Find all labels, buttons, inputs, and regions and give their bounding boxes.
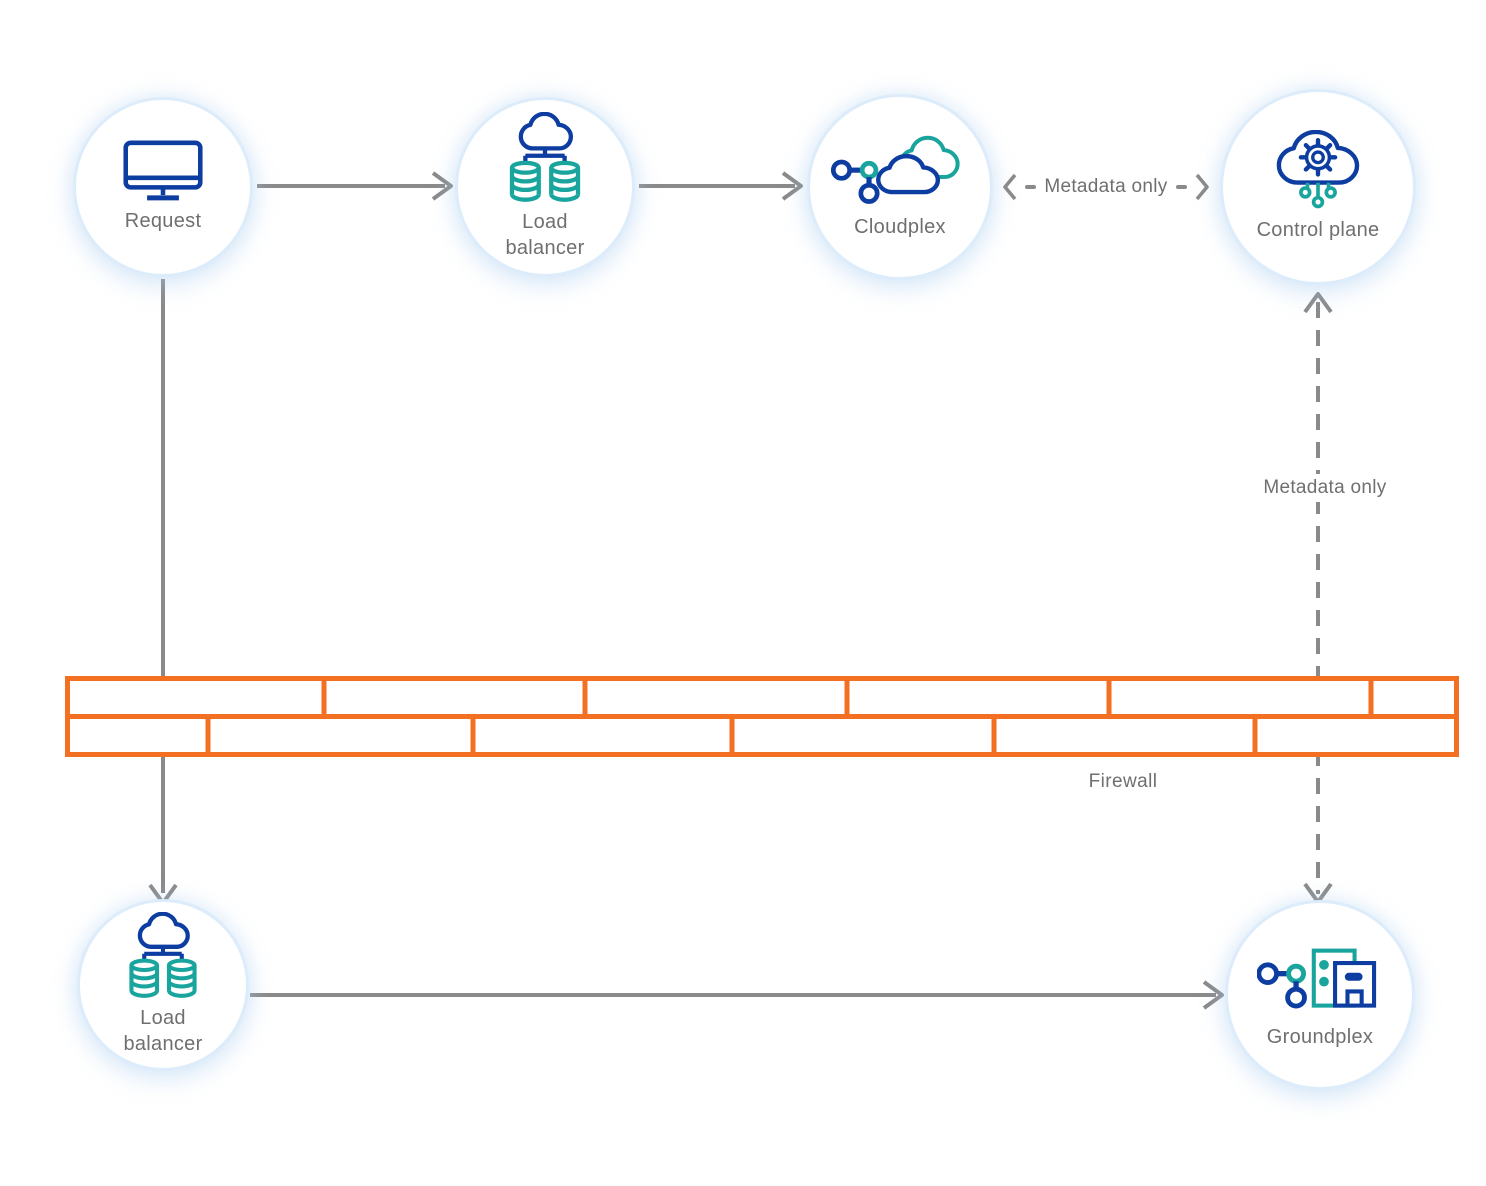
arrow-load-balancer-to-cloudplex (639, 171, 803, 201)
cloud-database-icon (122, 912, 204, 999)
node-load-balancer-bottom: Load balancer (77, 899, 249, 1071)
firewall-label: Firewall (1088, 771, 1158, 792)
cloud-database-icon (502, 112, 588, 203)
snap-nodes-buildings-icon (1257, 948, 1377, 1009)
desktop-monitor-icon (123, 140, 203, 201)
node-load-balancer-top: Load balancer (455, 97, 635, 277)
node-label-request: Request (124, 209, 202, 232)
node-cloudplex: Cloudplex (807, 94, 993, 280)
dash-segment (1025, 185, 1037, 189)
node-label-load-balancer-bottom: Load balancer (123, 1007, 203, 1055)
dashed-arrow-control-plane-groundplex (1303, 292, 1333, 904)
node-label-load-balancer-top: Load balancer (505, 211, 585, 259)
node-label-groundplex: Groundplex (1266, 1025, 1374, 1048)
metadata-only-horizontal-arrow: Metadata only (992, 169, 1220, 205)
arrow-request-to-load-balancer (257, 171, 453, 201)
node-request: Request (73, 97, 253, 277)
node-groundplex: Groundplex (1225, 900, 1415, 1090)
firewall-brick-wall (65, 676, 1459, 757)
cloud-gear-circuit-icon (1268, 130, 1368, 209)
metadata-only-label-horizontal: Metadata only (1044, 176, 1168, 197)
arrow-request-down-to-load-balancer (148, 279, 178, 905)
snap-nodes-clouds-icon (831, 134, 969, 204)
metadata-only-label-vertical: Metadata only (1238, 474, 1412, 502)
node-control-plane: Control plane (1220, 89, 1416, 285)
arrow-load-balancer-to-groundplex (250, 980, 1224, 1010)
arrowhead-left-icon (1003, 173, 1017, 201)
arrowhead-right-icon (1195, 173, 1209, 201)
dash-segment (1175, 185, 1187, 189)
node-label-cloudplex: Cloudplex (854, 215, 946, 238)
node-label-control-plane: Control plane (1256, 219, 1380, 242)
